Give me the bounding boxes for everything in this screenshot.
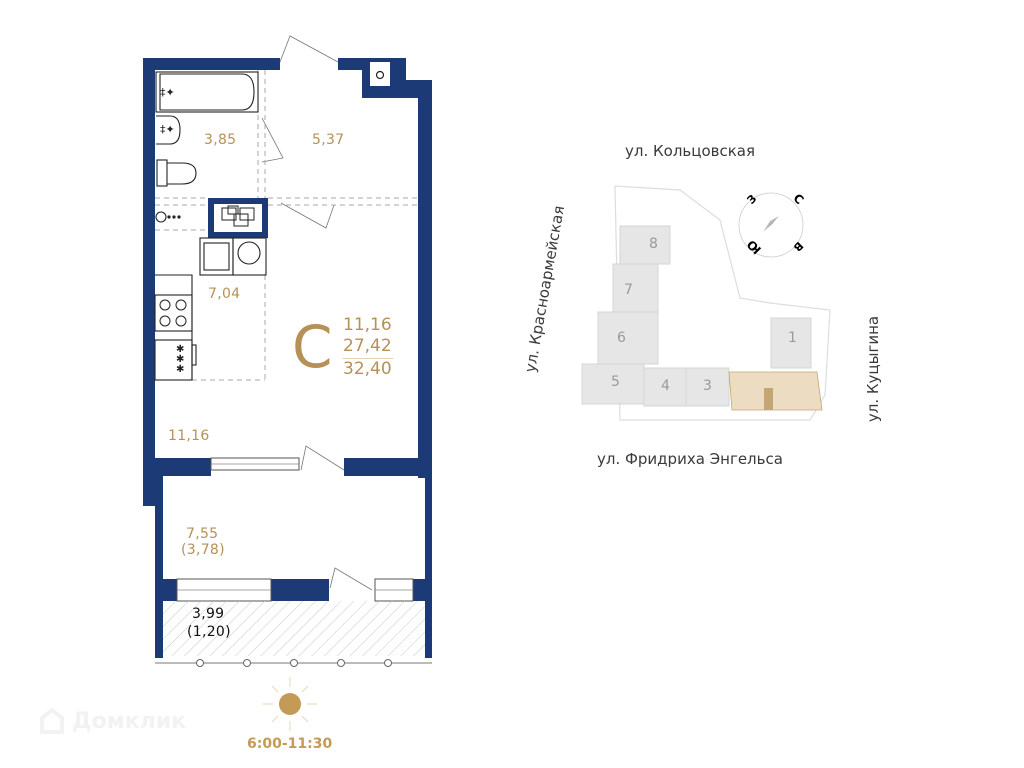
living-room-area: 11,16 <box>168 428 210 444</box>
sun-icon <box>263 677 317 731</box>
street-east: ул. Куцыгина <box>864 315 883 423</box>
building-4: 4 <box>661 378 670 394</box>
floor-plan: ✱✱✱ ‡✦ ‡✦ 3,85 5,37 7,04 11,16 7,55 (3,7… <box>0 0 480 768</box>
area-no-balcony-summary: 27,42 <box>343 336 392 356</box>
loggia-area: 7,55 <box>186 526 219 542</box>
building-6: 6 <box>617 330 626 346</box>
building-3: 3 <box>703 378 712 394</box>
building-7: 7 <box>624 282 633 298</box>
building-1: 1 <box>788 330 797 346</box>
balcony-reduced-area: (1,20) <box>187 624 231 640</box>
hallway-area: 5,37 <box>312 132 345 148</box>
sun-time: 6:00-11:30 <box>247 736 333 752</box>
domclick-logo-icon <box>40 707 64 734</box>
svg-text:‡✦: ‡✦ <box>160 123 175 136</box>
site-map: ул. Кольцовская ул. Красноармейская ул. … <box>480 0 1024 768</box>
street-south: ул. Фридриха Энгельса <box>597 450 783 468</box>
street-north: ул. Кольцовская <box>625 142 756 160</box>
kitchen-area: 7,04 <box>208 286 241 302</box>
svg-text:✱: ✱ <box>176 344 184 355</box>
svg-text:✱: ✱ <box>176 364 184 375</box>
floor-plan-drawing: ✱✱✱ ‡✦ ‡✦ <box>143 35 432 667</box>
building-5: 5 <box>611 374 620 390</box>
watermark: Домклик <box>38 706 186 736</box>
svg-text:‡✦: ‡✦ <box>160 86 175 99</box>
svg-text:✱: ✱ <box>176 354 184 365</box>
apartment-type-letter: С <box>292 313 333 381</box>
watermark-text: Домклик <box>72 708 187 734</box>
living-area-summary: 11,16 <box>343 315 392 335</box>
building-8: 8 <box>649 236 658 252</box>
bathroom-area: 3,85 <box>204 132 237 148</box>
site-map-drawing <box>581 185 831 421</box>
summary-divider <box>343 358 393 359</box>
loggia-reduced-area: (3,78) <box>181 542 225 558</box>
balcony-area: 3,99 <box>192 606 225 622</box>
total-area-summary: 32,40 <box>343 359 392 379</box>
